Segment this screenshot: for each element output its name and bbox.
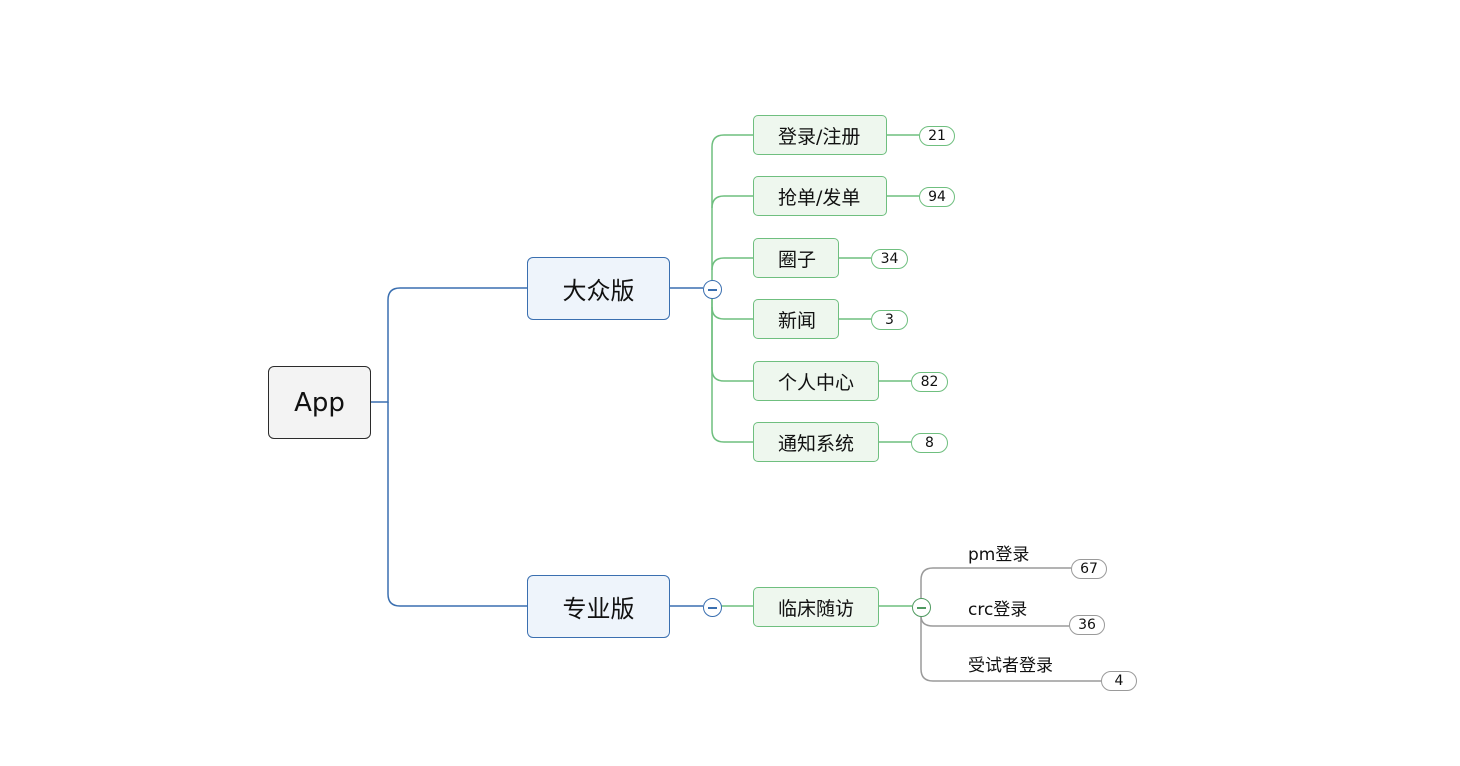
collapse-public-edition-icon[interactable] xyxy=(703,280,722,299)
branch-node-pro-edition[interactable]: 专业版 xyxy=(527,575,670,638)
leaf-node-clinical-followup[interactable]: 临床随访 xyxy=(753,587,879,627)
count-badge: 21 xyxy=(919,126,955,146)
root-node-app[interactable]: App xyxy=(268,366,371,439)
leaf-node-grab-dispatch[interactable]: 抢单/发单 xyxy=(753,176,887,216)
count-badge: 34 xyxy=(871,249,908,269)
sub-item-pm-login[interactable]: pm登录 xyxy=(968,545,1030,565)
sub-item-crc-login[interactable]: crc登录 xyxy=(968,600,1028,620)
count-badge: 3 xyxy=(871,310,908,330)
count-badge: 82 xyxy=(911,372,948,392)
leaf-node-news[interactable]: 新闻 xyxy=(753,299,839,339)
count-badge: 36 xyxy=(1069,615,1105,635)
leaf-node-personal-center[interactable]: 个人中心 xyxy=(753,361,879,401)
branch-node-public-edition[interactable]: 大众版 xyxy=(527,257,670,320)
count-badge: 4 xyxy=(1101,671,1137,691)
leaf-node-notification-system[interactable]: 通知系统 xyxy=(753,422,879,462)
leaf-node-circle[interactable]: 圈子 xyxy=(753,238,839,278)
collapse-clinical-followup-icon[interactable] xyxy=(912,598,931,617)
collapse-pro-edition-icon[interactable] xyxy=(703,598,722,617)
sub-item-subject-login[interactable]: 受试者登录 xyxy=(968,656,1053,676)
count-badge: 8 xyxy=(911,433,948,453)
count-badge: 94 xyxy=(919,187,955,207)
count-badge: 67 xyxy=(1071,559,1107,579)
leaf-node-login-register[interactable]: 登录/注册 xyxy=(753,115,887,155)
